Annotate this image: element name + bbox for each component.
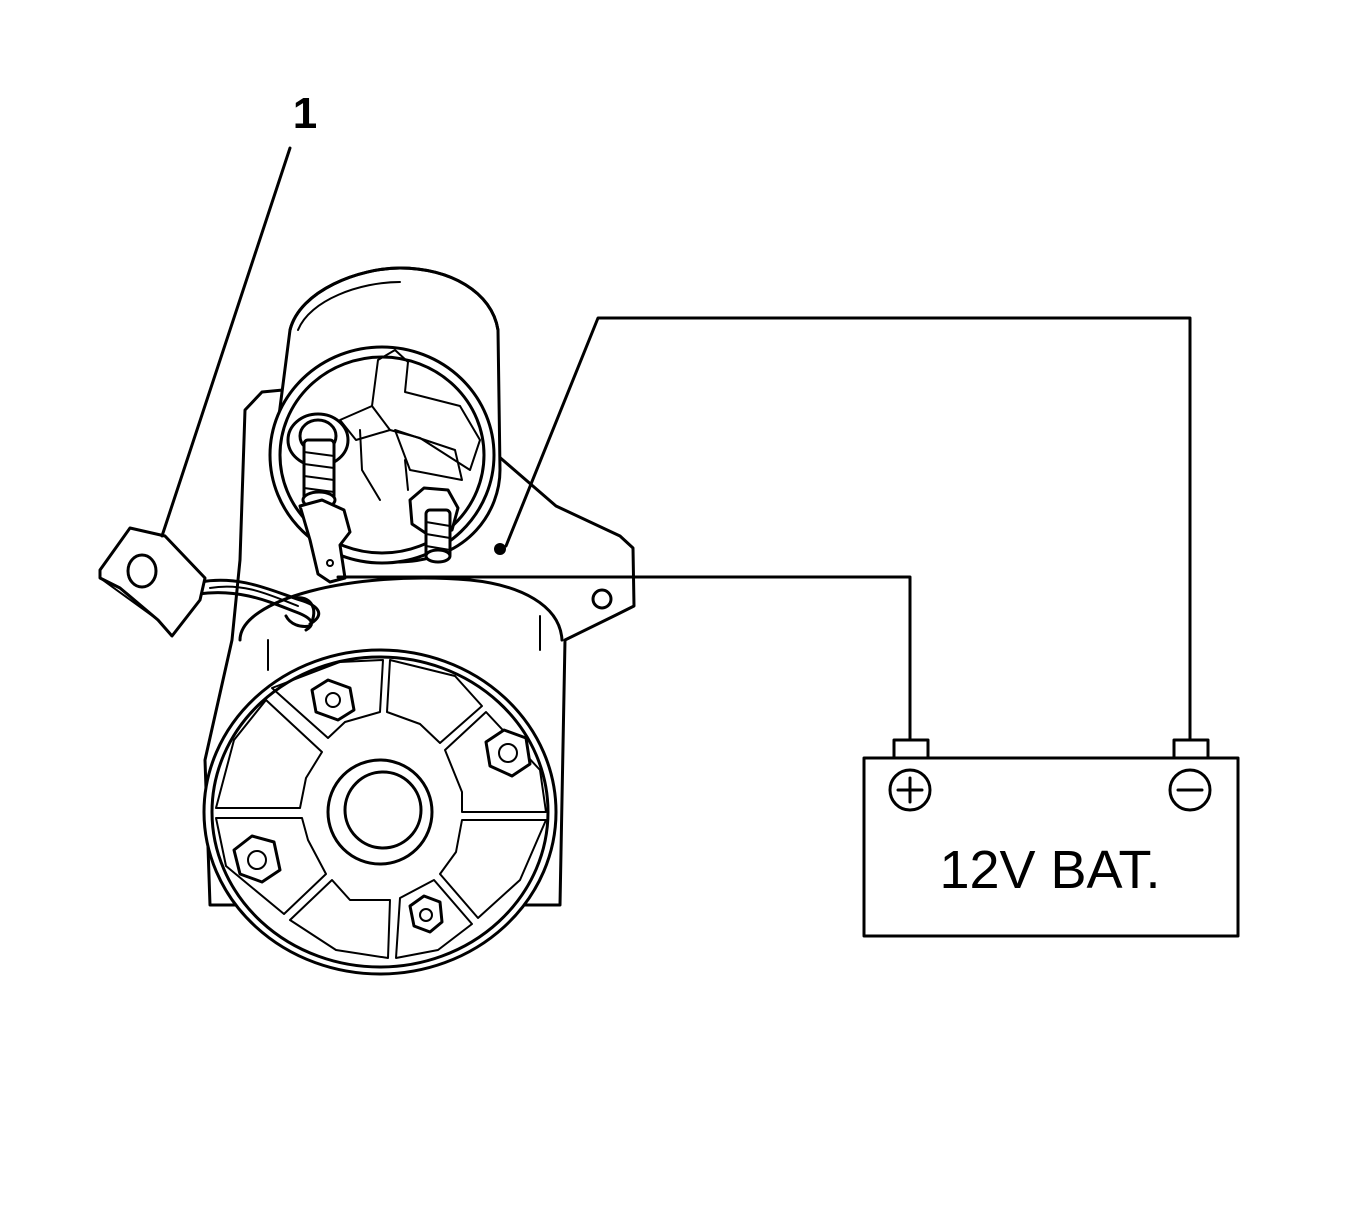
through-bolt-3 [232, 834, 282, 884]
callout-leader-line [160, 146, 292, 538]
s-terminal-spade [298, 498, 352, 584]
ring-terminal-hole [126, 553, 158, 589]
ground-point [494, 543, 506, 555]
through-bolt-4 [408, 894, 444, 934]
battery-terminal-stud [286, 412, 350, 510]
callout-number: 1 [293, 89, 317, 138]
positive-terminal-icon [888, 768, 932, 812]
through-bolt-1 [310, 678, 356, 722]
battery: 12V BAT. [862, 738, 1240, 938]
flange-bolt-hole [591, 588, 613, 610]
positive-test-lead [336, 575, 912, 742]
solenoid [268, 266, 506, 584]
negative-terminal-icon [1168, 768, 1212, 812]
battery-label: 12V BAT. [939, 840, 1160, 900]
callout-1: 1 [160, 89, 317, 538]
battery-positive-post [892, 738, 930, 760]
through-bolt-2 [484, 728, 532, 778]
disconnected-s-terminal-lead [98, 526, 321, 638]
starter-motor [202, 266, 636, 976]
end-cap [202, 648, 558, 976]
battery-negative-post [1172, 738, 1210, 760]
motor-terminal-stud [408, 486, 460, 564]
battery-body [862, 756, 1240, 938]
negative-test-lead [504, 316, 1192, 742]
